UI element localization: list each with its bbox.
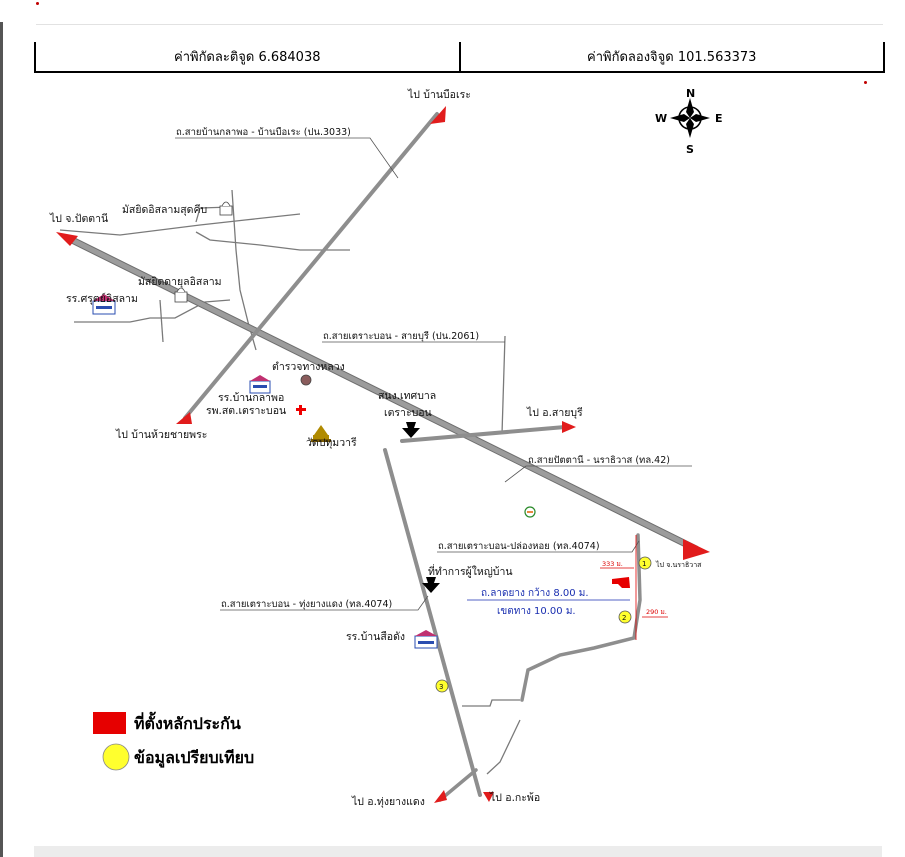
comparison-marker-1[interactable]: 1 <box>638 556 652 570</box>
arrow-to-ban-huai-chai-phra <box>176 412 192 424</box>
mosque-icon <box>219 201 233 216</box>
corner-dot <box>864 81 867 84</box>
distance-1: 333 ม. <box>602 560 623 568</box>
longitude-cell: ค่าพิกัดลองจิจูด 101.563373 <box>458 42 884 71</box>
government-emblem-icon <box>422 577 440 593</box>
compass-rose: N S W E <box>655 87 723 156</box>
label-village-office: ที่ทำการผู้ใหญ่บ้าน <box>428 564 513 578</box>
compass-w: W <box>655 112 667 125</box>
label-to-ban-huai-chai-phra: ไป บ้านห้วยชายพระ <box>115 428 207 441</box>
compass-n: N <box>686 87 695 100</box>
compass-s: S <box>686 143 694 156</box>
legend-comparison-label: ข้อมูลเปรียบเทียบ <box>134 748 254 769</box>
site-location-marker[interactable] <box>612 577 630 588</box>
compass-e: E <box>715 112 723 125</box>
road-label-4074-b: ถ.สายเตราะบอน - ทุ่งยางแดง (ทล.4074) <box>221 599 392 610</box>
arrow-to-thung-yang-daeng <box>434 790 447 803</box>
label-police: ตำรวจทางหลวง <box>272 361 345 373</box>
legend-comparison-swatch <box>102 743 130 771</box>
fuel-station-icon <box>524 506 536 518</box>
site-row-width: เขตทาง 10.00 ม. <box>497 606 576 617</box>
hospital-icon <box>296 405 306 415</box>
svg-text:1: 1 <box>642 560 646 568</box>
label-to-kapho: ไป อ.กะพ้อ <box>489 791 540 804</box>
distance-2: 290 ม. <box>646 608 667 616</box>
road-label-2061: ถ.สายเตราะบอน - สายบุรี (ปน.2061) <box>323 330 479 342</box>
label-hospital: รพ.สต.เตราะบอน <box>206 405 286 417</box>
map-legend: ที่ตั้งหลักประกัน ข้อมูลเปรียบเทียบ <box>93 711 254 771</box>
school-icon <box>92 294 116 315</box>
comparison-marker-2[interactable]: 2 <box>618 610 632 624</box>
local-roads <box>59 189 521 775</box>
label-municipality-2: เตราะบอน <box>384 407 432 419</box>
arrow-to-pattani <box>56 232 78 246</box>
road-label-3033: ถ.สายบ้านกลาพอ - บ้านบือเระ (ปน.3033) <box>176 127 351 138</box>
road-label-42: ถ.สายปัตตานี - นราธิวาส (ทล.42) <box>528 454 670 466</box>
comparison-marker-3[interactable]: 3 <box>435 679 449 693</box>
legend-site-label: ที่ตั้งหลักประกัน <box>134 711 241 733</box>
label-school-2: รร.บ้านกลาพอ <box>218 392 284 404</box>
main-roads <box>68 112 700 802</box>
svg-text:2: 2 <box>622 614 626 622</box>
temple-icon <box>311 425 331 442</box>
label-to-pattani: ไป จ.ปัตตานี <box>49 212 108 225</box>
coordinates-table: ค่าพิกัดละติจูด 6.684038 ค่าพิกัดลองจิจู… <box>34 42 885 73</box>
corner-dot <box>36 2 39 5</box>
arrow-to-narathiwat <box>683 539 710 560</box>
mosque-icon <box>174 287 188 303</box>
distance-markers <box>600 535 668 640</box>
label-mosque-1: มัสยิดอิสลามสุดคีบ <box>122 203 207 216</box>
label-school-1: รร.ศรุตย์อิสลาม <box>66 292 138 305</box>
label-school-3: รร.บ้านสือดัง <box>346 630 405 643</box>
site-paved-width: ถ.ลาดยาง กว้าง 8.00 ม. <box>481 587 589 599</box>
top-rule <box>36 24 883 25</box>
direction-arrows <box>56 106 710 803</box>
label-mosque-2: มัสยิดดายุลอิสลาม <box>138 276 222 288</box>
label-to-sai-buri: ไป อ.สายบุรี <box>526 406 583 419</box>
arrow-to-sai-buri <box>562 421 576 433</box>
page-left-border <box>0 22 3 857</box>
label-municipality-1: สนง.เทศบาล <box>378 390 436 402</box>
bottom-table-strip <box>34 846 882 857</box>
svg-text:3: 3 <box>439 683 443 691</box>
latitude-cell: ค่าพิกัดละติจูด 6.684038 <box>174 50 321 65</box>
road-callouts <box>175 137 692 611</box>
label-to-ban-bi-re: ไป บ้านบือเระ <box>407 88 471 101</box>
government-emblem-icon <box>402 422 420 438</box>
police-icon <box>300 374 312 386</box>
arrow-to-ban-bi-re <box>430 106 446 124</box>
label-to-narathiwat: ไป จ.นราธิวาส <box>655 560 702 569</box>
arrow-to-kapho <box>483 792 494 802</box>
school-icon <box>414 630 438 649</box>
label-to-thung-yang-daeng: ไป อ.ทุ่งยางแดง <box>351 795 425 808</box>
legend-site-swatch <box>93 712 126 734</box>
school-icon <box>249 375 271 394</box>
road-label-4074-a: ถ.สายเตราะบอน-ปล่องหอย (ทล.4074) <box>438 541 600 552</box>
label-temple: วัดปทุมวารี <box>306 436 357 449</box>
